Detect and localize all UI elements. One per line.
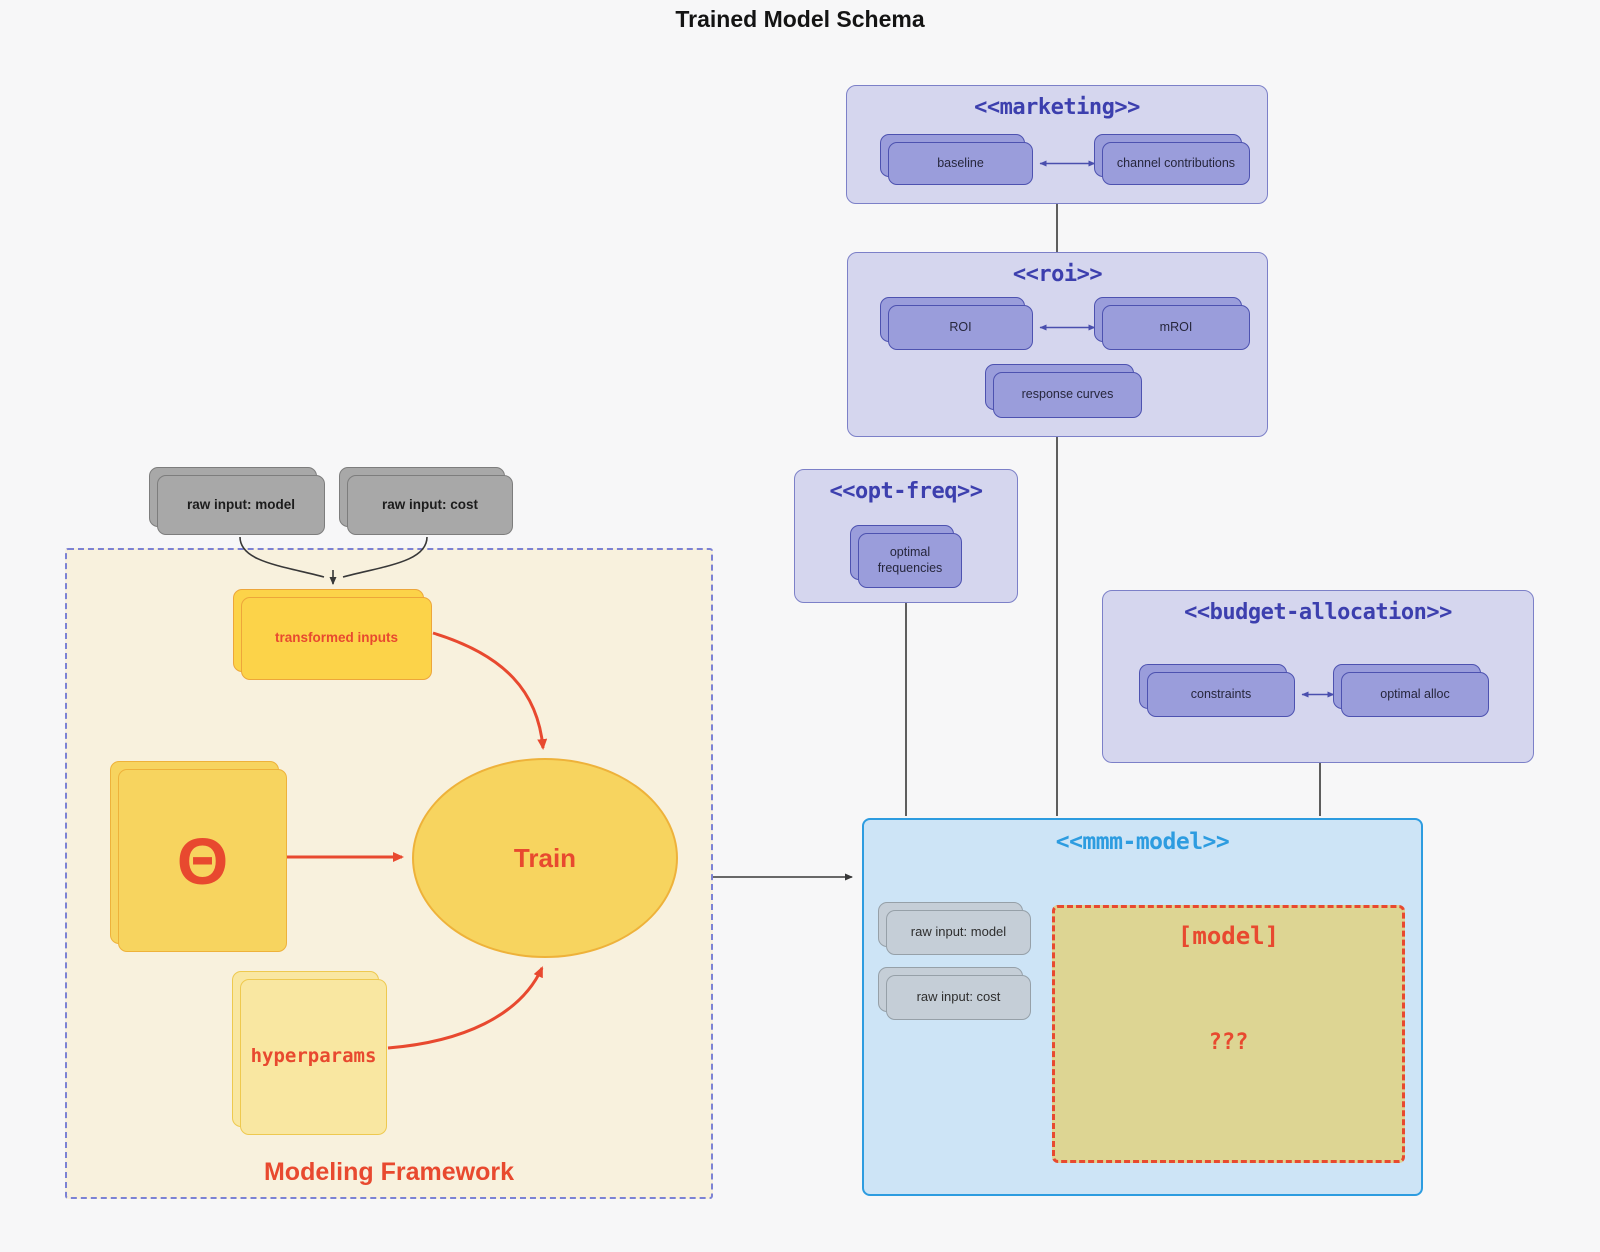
node-response-curves: response curves (993, 372, 1142, 418)
node-optimal-alloc-label: optimal alloc (1380, 686, 1450, 701)
mmm-model-title: <<mmm-model>> (1055, 829, 1230, 855)
node-response-curves-label: response curves (1021, 387, 1114, 402)
node-constraints-label: constraints (1190, 686, 1252, 701)
modeling-framework-label: Modeling Framework (263, 1158, 515, 1186)
node-constraints: constraints (1147, 672, 1295, 717)
node-raw-input-model-label: raw input: model (187, 496, 295, 512)
model-placeholder-box: [model] ??? (1052, 905, 1405, 1163)
node-mmm-raw-input-cost: raw input: cost (886, 975, 1031, 1020)
node-roi: ROI (888, 305, 1033, 350)
node-raw-input-cost-label: raw input: cost (381, 496, 478, 512)
node-roi-label: ROI (949, 319, 972, 334)
node-raw-input-model: raw input: model (157, 475, 325, 535)
opt-freq-title: <<opt-freq>> (829, 479, 983, 504)
node-baseline: baseline (888, 142, 1033, 185)
node-mmm-raw-input-cost-label: raw input: cost (916, 989, 1001, 1005)
node-optimal-alloc: optimal alloc (1341, 672, 1489, 717)
model-placeholder-question: ??? (1208, 1030, 1249, 1055)
model-placeholder-title: [model] (1177, 922, 1280, 950)
node-hyperparams-label: hyperparams (250, 1045, 377, 1068)
budget-allocation-title: <<budget-allocation>> (1184, 600, 1452, 625)
node-baseline-label: baseline (937, 155, 984, 170)
node-theta: Θ (118, 769, 287, 952)
node-mroi: mROI (1102, 305, 1250, 350)
node-train-label: Train (513, 842, 577, 873)
page-title: Trained Model Schema (675, 6, 925, 32)
node-channel-contributions: channel contributions (1102, 142, 1250, 185)
node-train: Train (412, 758, 678, 958)
node-transformed-inputs: transformed inputs (241, 597, 432, 680)
roi-title: <<roi>> (1012, 262, 1103, 287)
node-mmm-raw-input-model: raw input: model (886, 910, 1031, 955)
node-raw-input-cost: raw input: cost (347, 475, 513, 535)
node-mmm-raw-input-model-label: raw input: model (910, 924, 1007, 940)
node-transformed-inputs-label: transformed inputs (274, 630, 398, 646)
node-mroi-label: mROI (1159, 319, 1193, 334)
node-channel-contributions-label: channel contributions (1116, 155, 1236, 170)
node-theta-label: Θ (176, 823, 229, 898)
node-optimal-frequencies: optimal frequencies (858, 533, 962, 588)
node-optimal-frequencies-label: optimal frequencies (877, 544, 943, 575)
node-hyperparams: hyperparams (240, 979, 387, 1135)
marketing-title: <<marketing>> (974, 95, 1140, 120)
